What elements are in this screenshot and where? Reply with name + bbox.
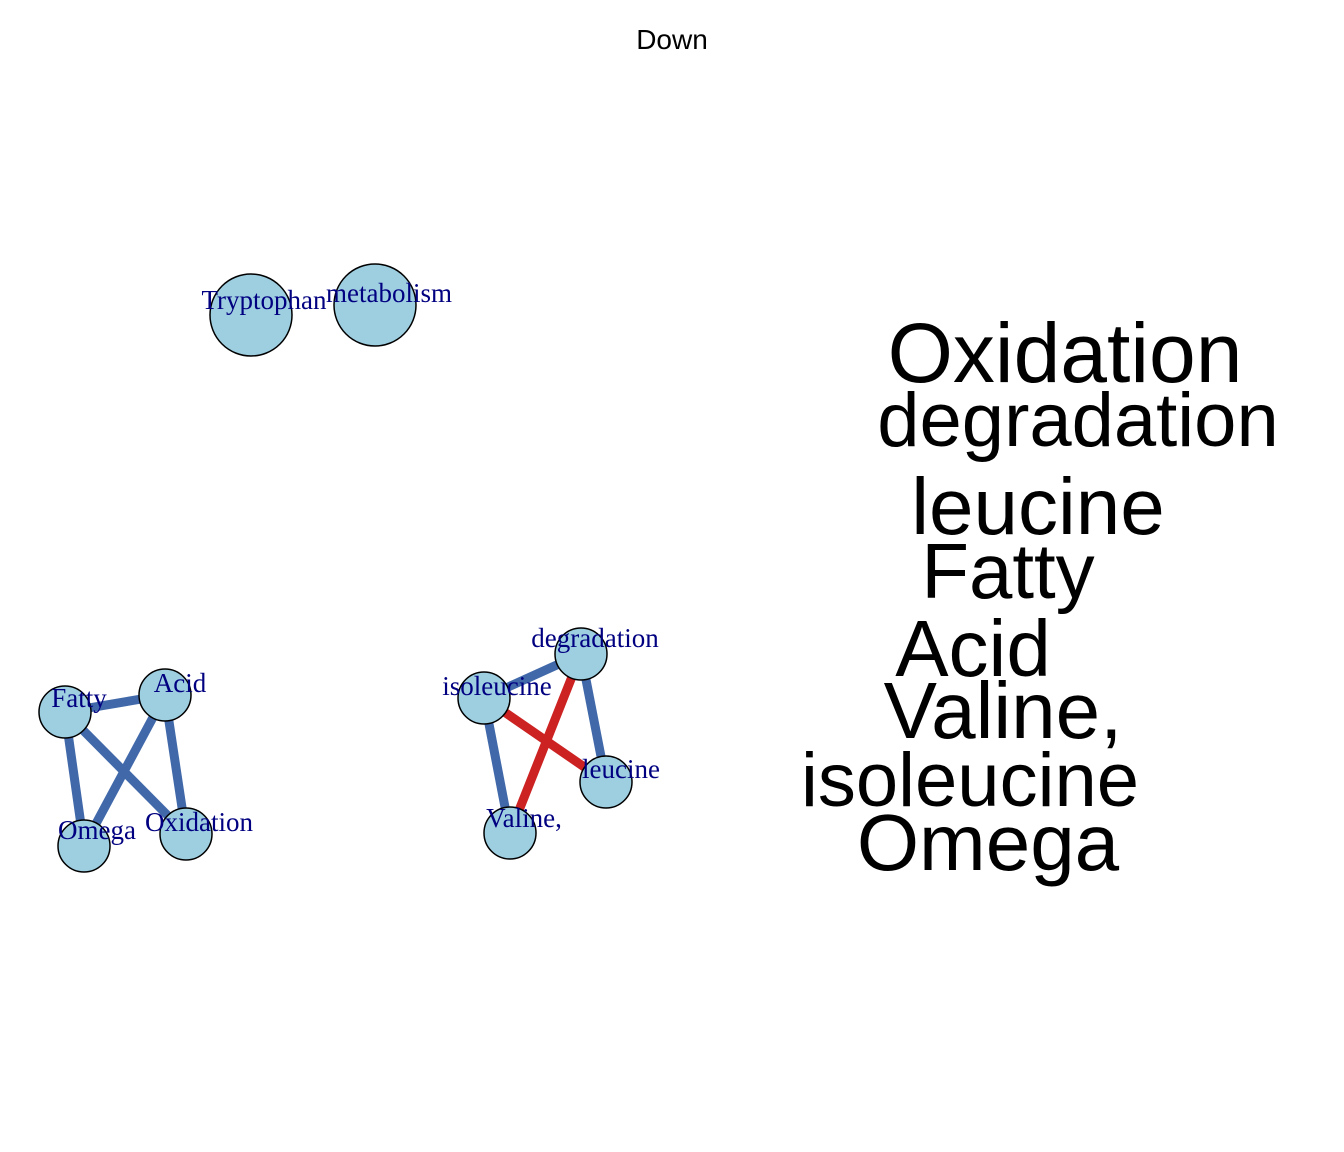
word-cloud-word: isoleucine: [801, 738, 1139, 823]
node-tryptophan: [209, 273, 293, 357]
word-cloud-word: Omega: [857, 798, 1120, 887]
node-label-omega: Omega: [58, 815, 136, 845]
node-label-isoleucine: isoleucine: [442, 671, 551, 701]
node-label-metabolism: metabolism: [326, 278, 452, 308]
word-cloud-word: leucine: [911, 462, 1165, 551]
word-cloud-word: Fatty: [921, 527, 1094, 615]
node-layer: [38, 263, 633, 873]
word-cloud-word: Valine,: [884, 666, 1123, 755]
word-cloud-word: Acid: [895, 604, 1051, 693]
word-cloud-word: degradation: [877, 378, 1278, 463]
node-label-oxidation: Oxidation: [145, 807, 253, 837]
node-fatty: [38, 685, 92, 739]
node-isoleucine: [457, 671, 511, 725]
node-valine: [483, 806, 537, 860]
node-metabolism: [333, 263, 417, 347]
node-label-leucine: leucine: [582, 754, 660, 784]
node-acid: [138, 668, 192, 722]
node-label-fatty: Fatty: [51, 683, 107, 713]
node-leucine: [579, 755, 633, 809]
node-oxidation: [159, 807, 213, 861]
node-label-tryptophan: Tryptophan: [201, 285, 327, 315]
figure-title: Down: [636, 24, 708, 55]
node-label-valine: Valine,: [486, 803, 562, 833]
edge-degradation-valine: [505, 652, 586, 835]
word-cloud: OxidationdegradationleucineFattyAcidVali…: [801, 306, 1279, 887]
node-omega: [57, 819, 111, 873]
word-cloud-word: Oxidation: [888, 306, 1243, 400]
edge-acid-omega: [80, 692, 169, 849]
node-label-acid: Acid: [154, 668, 207, 698]
node-label-degradation: degradation: [531, 623, 659, 653]
node-degradation: [554, 627, 608, 681]
